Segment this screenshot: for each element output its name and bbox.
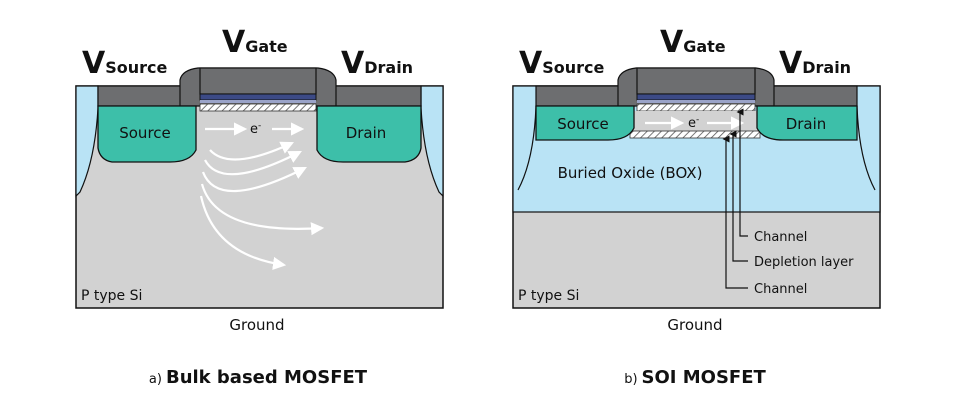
v-drain-label: VDrain <box>779 46 851 81</box>
source-region <box>97 105 197 163</box>
leakage-path-1 <box>209 141 294 161</box>
v-source-label: VSource <box>519 46 605 81</box>
electron-label: e- <box>688 115 699 131</box>
source-label: Source <box>119 124 171 142</box>
v-gate-label: VGate <box>222 25 288 60</box>
caption-bulk: a)Bulk based MOSFET <box>149 367 368 388</box>
annot-depletion-layer: Depletion layer <box>754 255 854 270</box>
leakage-path-3 <box>201 167 307 193</box>
annot-line-depletion <box>729 130 748 262</box>
electron-label: e- <box>250 121 261 137</box>
gate-dielectric <box>200 100 316 103</box>
source-label: Source <box>557 115 609 133</box>
v-drain-label: VDrain <box>341 46 413 81</box>
panel-soi-mosfet: Source Drain e- Buried Oxide (BOX) Chann… <box>512 25 881 388</box>
silicon-film <box>630 111 760 131</box>
gate-oxide <box>636 93 756 101</box>
channel-hatch <box>199 103 317 112</box>
drain-contact <box>770 85 858 107</box>
channel-bottom-hatch <box>629 130 761 139</box>
source-contact <box>535 85 621 107</box>
channel-top-hatch <box>636 103 756 112</box>
panel-bulk-mosfet: Source Drain e- VSource VGate VDrain P t… <box>75 25 444 388</box>
drain-region <box>316 105 422 163</box>
drain-label: Drain <box>786 115 827 133</box>
gate-dielectric <box>637 100 755 103</box>
gate-electrode <box>199 67 317 95</box>
leakage-path-5 <box>199 195 287 270</box>
ground-label: Ground <box>667 316 722 334</box>
substrate-label: P type Si <box>81 288 142 304</box>
drain-label: Drain <box>346 124 387 142</box>
source-region <box>535 105 635 141</box>
leakage-path-4 <box>200 183 325 236</box>
annot-line-channel-bottom <box>722 135 748 289</box>
drain-contact <box>332 85 422 107</box>
gate-oxide <box>199 93 317 101</box>
ground-label: Ground <box>229 316 284 334</box>
annot-line-channel-top <box>736 108 748 237</box>
v-source-label: VSource <box>82 46 168 81</box>
v-gate-label: VGate <box>660 25 726 60</box>
caption-soi: b)SOI MOSFET <box>624 367 766 388</box>
annot-channel-bottom: Channel <box>754 282 807 297</box>
leakage-path-2 <box>204 150 302 176</box>
drain-region <box>756 105 858 141</box>
source-contact <box>97 85 183 107</box>
annot-channel-top: Channel <box>754 230 807 245</box>
box-label: Buried Oxide (BOX) <box>558 164 703 182</box>
gate-electrode <box>636 67 756 95</box>
substrate-label: P type Si <box>518 288 579 304</box>
